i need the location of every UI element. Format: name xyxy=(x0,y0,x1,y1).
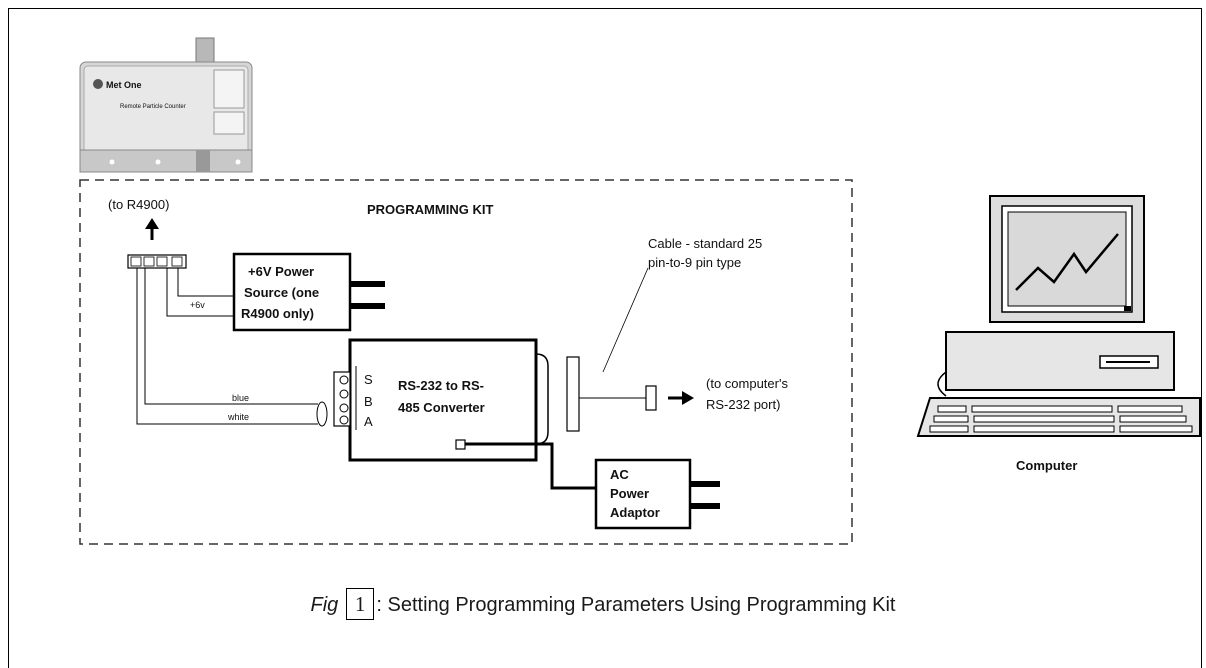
right-arrow-icon xyxy=(668,391,694,405)
r4900-device: Met One Remote Particle Counter xyxy=(79,37,253,173)
cable-note-line-2: pin-to-9 pin type xyxy=(648,255,741,270)
v6-label: +6v xyxy=(190,300,205,310)
to-computer-line-1: (to computer's xyxy=(706,376,788,391)
to-computer-line-2: RS-232 port) xyxy=(706,397,780,412)
computer-label: Computer xyxy=(1016,458,1077,473)
terminal-a-label: A xyxy=(364,414,373,429)
power-source: +6V Power Source (one R4900 only) xyxy=(232,252,385,332)
ac-adaptor-line-1: AC xyxy=(610,467,629,482)
power-source-line-3: R4900 only) xyxy=(241,306,314,321)
db9-connector xyxy=(645,385,657,411)
ac-adaptor-line-2: Power xyxy=(610,486,649,501)
figure-caption: Fig 1: Setting Programming Parameters Us… xyxy=(0,588,1206,620)
ac-adaptor-line-3: Adaptor xyxy=(610,505,660,520)
power-source-line-2: Source (one xyxy=(244,285,319,300)
power-source-line-1: +6V Power xyxy=(248,264,314,279)
up-arrow-icon xyxy=(145,218,159,240)
programming-kit-diagram: Met One Remote Particle Counter PROGRAMM… xyxy=(79,37,1201,545)
wire-white-label: white xyxy=(227,412,249,422)
device-brand-label: Met One xyxy=(106,80,142,90)
kit-boundary xyxy=(79,179,853,545)
ac-cable xyxy=(465,442,596,490)
caption-separator: : xyxy=(376,594,382,616)
device-subtitle-label: Remote Particle Counter xyxy=(120,104,186,110)
caption-fig-label: Fig xyxy=(310,594,339,616)
db25-connector xyxy=(566,356,580,432)
wiring xyxy=(136,268,318,425)
converter-line-2: 485 Converter xyxy=(398,400,485,415)
cable-note-line-1: Cable - standard 25 xyxy=(648,236,762,251)
caption-text: Setting Programming Parameters Using Pro… xyxy=(381,594,896,616)
computer-icon xyxy=(916,195,1201,437)
cable-pointer xyxy=(602,267,649,373)
terminal-s-label: S xyxy=(364,372,373,387)
converter-line-1: RS-232 to RS- xyxy=(398,378,484,393)
ac-adaptor: AC Power Adaptor xyxy=(594,458,720,530)
caption-figure-number: 1 xyxy=(345,588,375,620)
kit-title: PROGRAMMING KIT xyxy=(367,202,493,217)
wire-blue-label: blue xyxy=(232,393,249,403)
converter: S B A RS-232 to RS- 485 Converter xyxy=(333,338,549,462)
to-r4900-label: (to R4900) xyxy=(108,197,169,212)
terminal-b-label: B xyxy=(364,394,373,409)
terminal-block xyxy=(127,254,187,269)
